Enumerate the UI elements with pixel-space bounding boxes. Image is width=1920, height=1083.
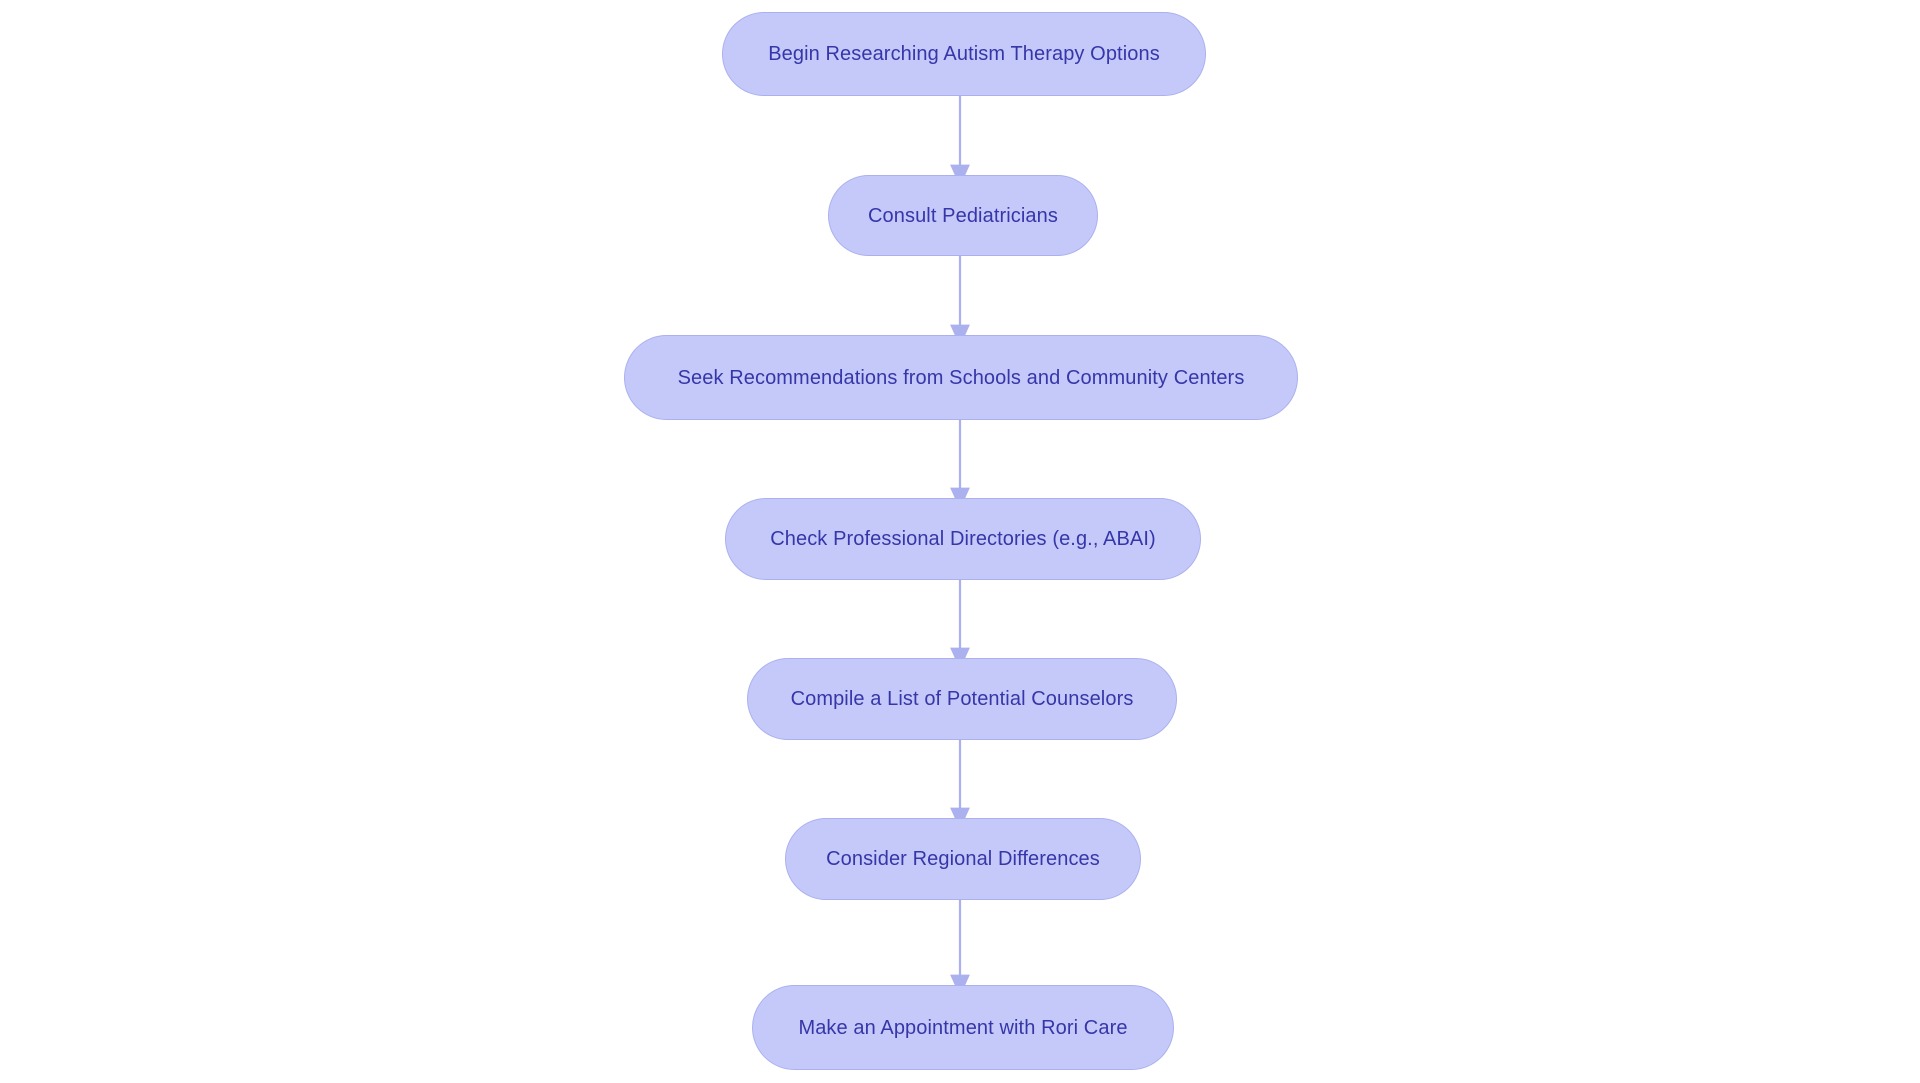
flow-node-label: Seek Recommendations from Schools and Co… [677, 366, 1245, 389]
flow-node-consider-regional-differences[interactable]: Consider Regional Differences [785, 818, 1141, 900]
flow-node-make-appointment[interactable]: Make an Appointment with Rori Care [752, 985, 1174, 1070]
flow-node-label: Compile a List of Potential Counselors [790, 688, 1134, 710]
flow-node-compile-list[interactable]: Compile a List of Potential Counselors [747, 658, 1177, 740]
flow-node-seek-recommendations[interactable]: Seek Recommendations from Schools and Co… [624, 335, 1298, 420]
flow-node-label: Consider Regional Differences [826, 848, 1100, 870]
flow-node-label: Consult Pediatricians [868, 204, 1058, 227]
flow-node-consult-pediatricians[interactable]: Consult Pediatricians [828, 175, 1098, 256]
flow-node-begin-researching[interactable]: Begin Researching Autism Therapy Options [722, 12, 1206, 96]
flow-node-check-directories[interactable]: Check Professional Directories (e.g., AB… [725, 498, 1201, 580]
flow-node-label: Make an Appointment with Rori Care [798, 1016, 1128, 1039]
flow-node-label: Begin Researching Autism Therapy Options [768, 43, 1160, 65]
flow-node-label: Check Professional Directories (e.g., AB… [770, 528, 1156, 550]
